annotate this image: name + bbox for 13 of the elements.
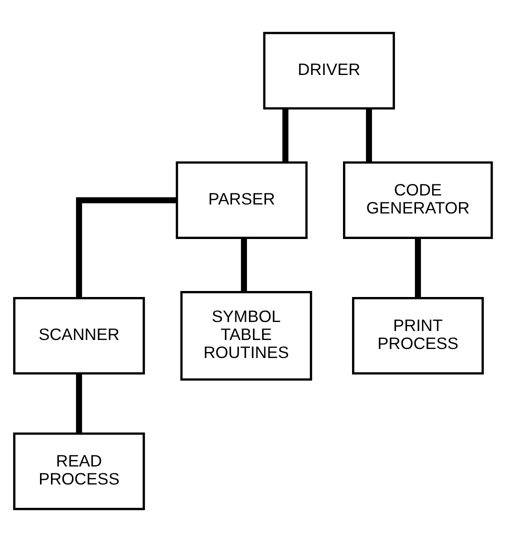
node-box: READ PROCESS [13, 432, 145, 510]
connector [282, 108, 288, 162]
connector [366, 108, 372, 162]
node-box: SYMBOL TABLE ROUTINES [180, 290, 312, 380]
node-box: PRINT PROCESS [352, 296, 484, 374]
node-box: SCANNER [13, 296, 145, 374]
node-box: DRIVER [263, 31, 395, 109]
connector [414, 237, 421, 298]
connector [76, 196, 176, 298]
node-box: CODE GENERATOR [343, 160, 493, 238]
connector [76, 373, 82, 433]
node-box: PARSER [176, 160, 308, 238]
connector [240, 237, 247, 292]
